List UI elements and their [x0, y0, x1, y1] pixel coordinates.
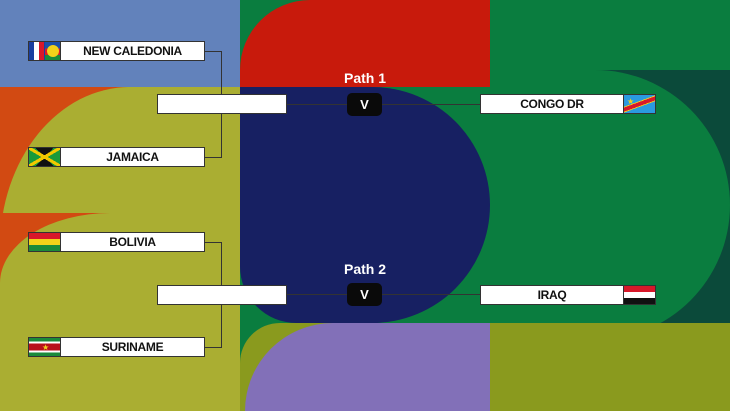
- path-2-label: Path 2: [343, 261, 386, 277]
- bolivia-flag: [28, 232, 61, 252]
- team-congo-dr: CONGO DR: [480, 94, 624, 114]
- connector: [287, 294, 480, 295]
- path-1-label: Path 1: [343, 70, 386, 86]
- path-1-vs-badge: V: [347, 93, 382, 116]
- bg-red: [240, 0, 490, 87]
- connector: [205, 157, 222, 158]
- team-suriname: SURINAME: [60, 337, 205, 357]
- bg-purple: [245, 323, 490, 411]
- team-bolivia: BOLIVIA: [60, 232, 205, 252]
- connector: [205, 242, 222, 243]
- team-new-caledonia: NEW CALEDONIA: [60, 41, 205, 61]
- connector: [205, 51, 222, 52]
- jamaica-flag: [28, 147, 61, 167]
- team-iraq: IRAQ: [480, 285, 624, 305]
- path-1-winner-slot: [157, 94, 287, 114]
- iraq-flag: [623, 285, 656, 305]
- connector: [287, 104, 480, 105]
- path-2-winner-slot: [157, 285, 287, 305]
- team-jamaica: JAMAICA: [60, 147, 205, 167]
- suriname-flag: ★: [28, 337, 61, 357]
- connector: [205, 347, 222, 348]
- path-2-vs-badge: V: [347, 283, 382, 306]
- new-caledonia-flag: [28, 41, 61, 61]
- congo-dr-flag: ★: [623, 94, 656, 114]
